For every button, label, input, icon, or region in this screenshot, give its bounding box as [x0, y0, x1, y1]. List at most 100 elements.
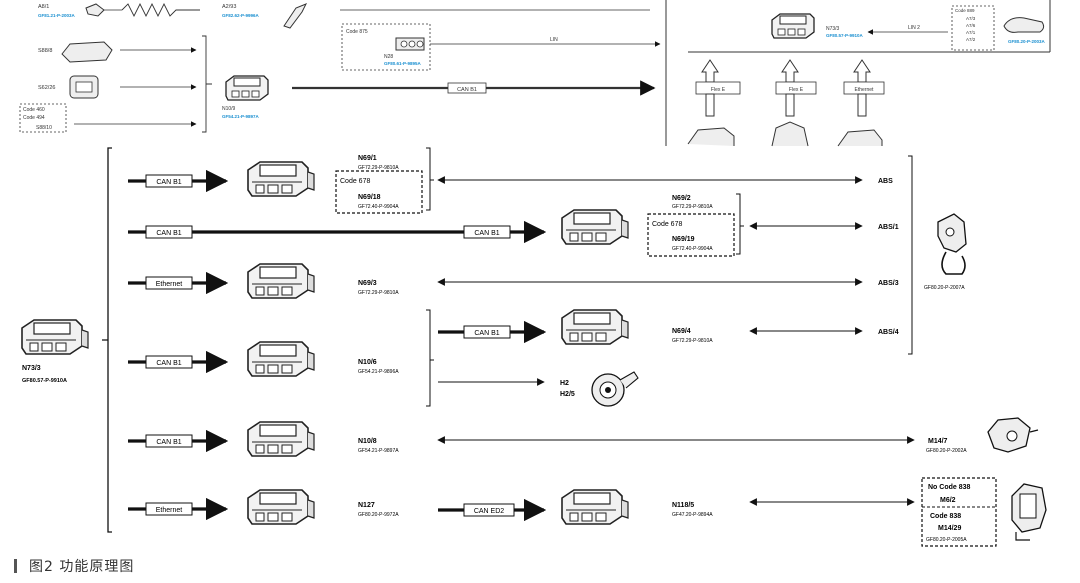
svg-text:Flex E: Flex E — [711, 87, 726, 93]
row-1: CAN B1 N69/1 GF72.29-P-9810A Code 678 N6… — [128, 147, 893, 214]
caption-marker — [14, 559, 17, 573]
top-section: A8/1 GF81.21-P-2003A A2/93 GF82.62-P-999… — [19, 0, 1051, 147]
label-n69-19: N69/19 — [672, 236, 695, 243]
svg-text:Flex E: Flex E — [789, 87, 804, 93]
part-n73-3: GF80.57-P-9910A — [22, 378, 67, 384]
horn-icon — [591, 371, 639, 407]
label-code-889: Code 889 — [955, 8, 975, 13]
label-n69-18: N69/18 — [358, 194, 381, 201]
label-n73-3: N73/3 — [22, 365, 41, 372]
part-n69-2: GF72.29-P-9810A — [672, 204, 713, 210]
label-lin: LIN — [550, 37, 558, 43]
label-n73-3-top: N73/3 — [826, 26, 840, 32]
label-can-ed2: CAN ED2 — [474, 508, 504, 515]
code-box-678-n69-19 — [647, 213, 735, 257]
row-5: CAN B1 N10/8 GF54.21-P-9897A M14/7 GF80.… — [128, 417, 1039, 457]
label-n10-9: N10/9 — [222, 106, 236, 112]
door-handle-icon — [1003, 17, 1045, 33]
label-n10-8: N10/8 — [358, 438, 377, 445]
label-can-b1-mid: CAN B1 — [474, 230, 499, 237]
label-n69-1: N69/1 — [358, 155, 377, 162]
part-n69-3: GF72.29-P-9810A — [358, 290, 399, 296]
label-a7-1: A7/1 — [966, 30, 976, 35]
ecu-n73-3 — [21, 319, 89, 355]
part-n69-1: GF72.29-P-9810A — [358, 165, 399, 171]
latch-motor-icon — [987, 417, 1039, 453]
part-n69-18: GF72.40-P-9904A — [358, 204, 399, 210]
label-a7-2: A7/2 — [966, 37, 976, 42]
figure-caption: 图2 功能原理图 — [14, 555, 134, 577]
label-code-494: Code 494 — [23, 115, 45, 121]
ecu-n10-6 — [247, 341, 315, 377]
bus-label-row-2: CAN B1 — [156, 230, 181, 237]
label-n28: N28 — [384, 54, 393, 60]
row-6: Ethernet N127 GF80.20-P-9972A CAN ED2 N1… — [128, 477, 1047, 547]
code-box-460-494 — [19, 103, 67, 133]
label-code-838: Code 838 — [930, 513, 961, 520]
abs-right-bracket — [908, 155, 913, 355]
code-box-838 — [921, 477, 997, 547]
bus-label-row-1: CAN B1 — [156, 179, 181, 186]
code-box-875 — [341, 23, 431, 71]
part-m14-29: GF80.20-P-2005A — [926, 537, 967, 543]
label-code-460: Code 460 — [23, 107, 45, 113]
key-fob-icon — [85, 3, 105, 17]
part-lock-actuator: GF80.20-P-2007A — [924, 285, 965, 291]
part-a7: GF80.20-P-2003A — [1008, 39, 1046, 44]
label-n127: N127 — [358, 502, 375, 509]
part-n127: GF80.20-P-9972A — [358, 512, 399, 518]
label-h2: H2 — [560, 380, 569, 387]
bracket-row-2 — [736, 193, 744, 255]
up-arrow-flexe-2: Flex E — [775, 59, 817, 117]
ecu-n127 — [247, 489, 315, 525]
part-n73-3-top: GF80.57-P-9910A — [826, 33, 864, 38]
part-n118-5: GF47.20-P-9894A — [672, 512, 713, 518]
part-n69-4: GF72.29-P-9810A — [672, 338, 713, 344]
label-n69-2: N69/2 — [672, 195, 691, 202]
label-s88-10: S88/10 — [36, 125, 52, 131]
label-n69-4: N69/4 — [672, 328, 691, 335]
label-a7-6: A7/6 — [966, 23, 976, 28]
camera-icon — [395, 37, 425, 51]
bracket-row-1 — [426, 147, 434, 211]
bus-label-row-3: Ethernet — [156, 281, 183, 288]
label-m14-7: M14/7 — [928, 438, 948, 445]
partial-ecu-icon — [687, 127, 735, 146]
ecu-n69-4 — [561, 309, 629, 345]
label-m14-29: M14/29 — [938, 525, 961, 532]
part-a2-93: GF82.62-P-9996A — [222, 13, 260, 18]
label-can-b1-n69-4: CAN B1 — [474, 330, 499, 337]
bus-label-row-6: Ethernet — [156, 507, 183, 514]
label-a7-3: A7/3 — [966, 16, 976, 21]
part-n10-9: GF54.21-P-9897A — [222, 114, 260, 119]
ecu-n73-3-top — [771, 13, 815, 39]
top-left-bracket — [202, 35, 212, 133]
code-box-889 — [951, 5, 995, 51]
part-n28: GF80.61-P-9895A — [384, 61, 422, 66]
label-abs: ABS — [878, 178, 893, 185]
code-box-678-n69-18 — [335, 170, 423, 214]
svg-text:Ethernet: Ethernet — [855, 87, 875, 93]
lock-actuator-icon — [937, 213, 967, 275]
part-n10-8: GF54.21-P-9897A — [358, 448, 399, 454]
ecu-n10-9 — [225, 75, 269, 101]
row-2: CAN B1 CAN B1 N69/2 GF72.29-P-9810A Code… — [128, 193, 899, 257]
label-code-875: Code 875 — [346, 29, 368, 35]
resistor-icon — [121, 2, 200, 18]
label-a2-93: A2/93 — [222, 4, 236, 10]
label-a8-1: A8/1 — [38, 4, 49, 10]
partial-sensor-icon — [771, 121, 809, 147]
row-3: Ethernet N69/3 GF72.29-P-9810A ABS/3 — [128, 263, 899, 299]
partial-ecu-icon-2 — [837, 129, 883, 147]
label-abs-4: ABS/4 — [878, 329, 899, 336]
label-n69-3: N69/3 — [358, 280, 377, 287]
label-s88-8: S88/8 — [38, 48, 52, 54]
label-code-678b: Code 678 — [652, 221, 682, 228]
part-n10-6: GF54.21-P-9896A — [358, 369, 399, 375]
label-lin2: LIN 2 — [908, 25, 920, 31]
ecu-n118-5 — [561, 489, 629, 525]
label-code-678: Code 678 — [340, 178, 370, 185]
ecu-n69-2 — [561, 209, 629, 245]
ecu-n10-8 — [247, 421, 315, 457]
switch-block-icon — [61, 41, 113, 63]
